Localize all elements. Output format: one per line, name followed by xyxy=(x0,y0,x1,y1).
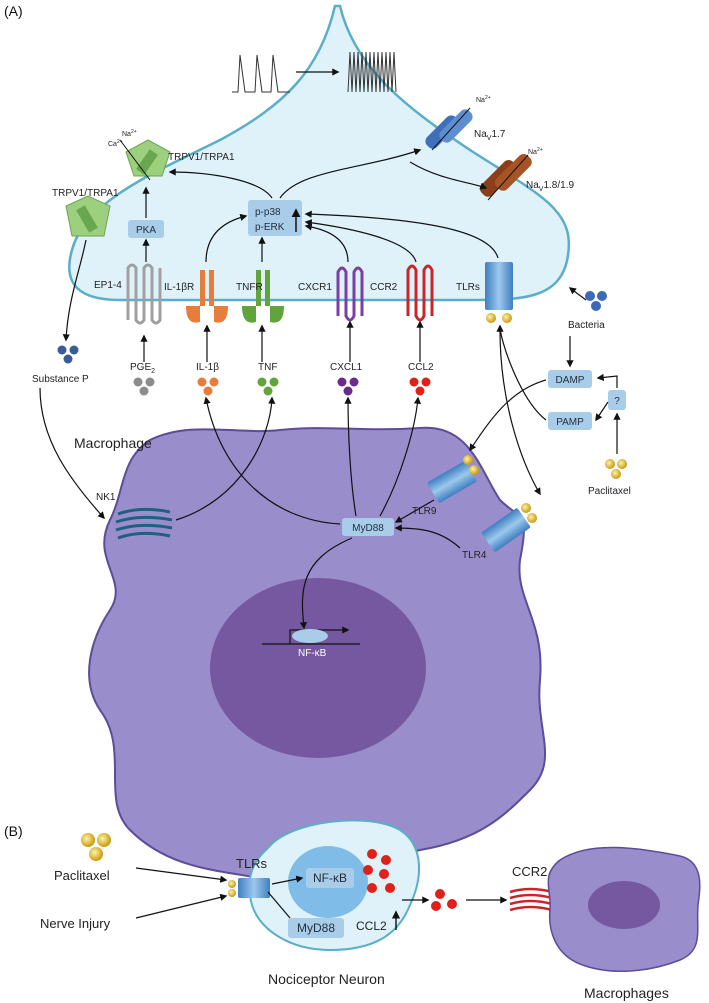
pamp-label: PAMP xyxy=(556,417,584,428)
tnf-molecules-icon xyxy=(257,377,279,396)
nfkb-box-b xyxy=(306,868,354,888)
pge2-molecules-icon xyxy=(133,377,155,396)
tlr9-label: TLR9 xyxy=(412,506,437,517)
paclitaxel-arrow xyxy=(135,867,228,883)
ccr2-label-b: CCR2 xyxy=(512,864,547,879)
nk1-label: NK1 xyxy=(96,492,116,503)
macrophage-nucleus xyxy=(210,578,426,758)
tnfr-receptor-icon xyxy=(242,270,284,323)
nav18-label: NaV1.8/1.9 xyxy=(526,180,574,193)
il1b-label: IL-1β xyxy=(196,362,219,373)
myd88-box xyxy=(342,518,394,536)
ep1-4-label: EP1-4 xyxy=(94,280,122,291)
nfkb-label: NF-κB xyxy=(298,648,327,659)
tlrs-receptor-icon xyxy=(485,262,513,323)
tlr4-receptor-icon xyxy=(481,503,537,552)
action-potential-trace-fast xyxy=(347,51,397,93)
tlr-to-nfkb-arrow xyxy=(271,875,304,885)
ccl2-molecules-icon xyxy=(409,377,431,396)
paclitaxel-label-b: Paclitaxel xyxy=(54,868,110,883)
nerve-injury-label: Nerve Injury xyxy=(40,916,111,931)
myd88-box-b xyxy=(288,918,344,938)
neuron-cell-body xyxy=(68,4,571,302)
nav18-ion-label: Na2+ xyxy=(528,147,543,156)
tlr9-receptor-icon xyxy=(427,455,479,503)
ccl2-label: CCL2 xyxy=(408,362,434,373)
bacteria-icon xyxy=(585,291,607,311)
ccr2-label: CCR2 xyxy=(370,282,398,293)
substance-p-label: Substance P xyxy=(32,374,89,385)
paclitaxel-molecules-icon-b xyxy=(81,833,111,861)
tlr4-label: TLR4 xyxy=(462,550,487,561)
substance-p-molecules-icon xyxy=(57,345,79,364)
action-potential-trace-slow xyxy=(232,54,290,93)
il1b-molecules-icon xyxy=(197,377,219,396)
trpv1-na-label: Na2+ xyxy=(122,129,137,138)
ccl2-released-icon xyxy=(431,889,457,911)
p38-erk-box xyxy=(248,200,302,236)
il1br-receptor-icon xyxy=(186,270,228,323)
paclitaxel-label-a: Paclitaxel xyxy=(588,486,631,497)
cxcr1-receptor-icon xyxy=(336,266,364,322)
damp-box xyxy=(548,370,592,388)
myd88-label-b: MyD88 xyxy=(297,921,335,935)
nfkb-gene-icon xyxy=(262,626,360,645)
ccr2-receptor-icon-b xyxy=(509,887,553,912)
nav18-channel-icon xyxy=(479,153,532,201)
nav17-ion-label: Na2+ xyxy=(476,95,491,104)
ep1-4-receptor-icon xyxy=(126,263,162,325)
tnfr-label: TNFR xyxy=(236,282,263,293)
tlr-to-myd88-line xyxy=(267,891,291,919)
macrophages-label: Macrophages xyxy=(584,985,669,1001)
ccl2-label-b: CCL2 xyxy=(356,919,387,933)
nerve-injury-arrow xyxy=(135,893,228,919)
nk1-receptor-icon xyxy=(115,507,173,540)
cxcl1-molecules-icon xyxy=(337,377,359,396)
trpv1-ca-label: Ca2+ xyxy=(108,139,123,148)
tlrs-label: TLRs xyxy=(456,282,480,293)
pge2-label: PGE2 xyxy=(130,362,155,375)
pka-label: PKA xyxy=(136,225,156,236)
ccr2-receptor-icon xyxy=(406,264,434,322)
unknown-label: ? xyxy=(614,396,620,407)
nav17-label: NaV1.7 xyxy=(474,129,506,142)
tlrs-label-b: TLRs xyxy=(236,856,268,871)
p38-label: p-p38 xyxy=(255,207,281,218)
nociceptor-neuron-label: Nociceptor Neuron xyxy=(268,971,385,987)
bacteria-label: Bacteria xyxy=(568,320,605,331)
panel-a-label: (A) xyxy=(4,3,23,19)
macrophage-nucleus-b xyxy=(588,881,660,929)
unknown-box xyxy=(608,390,626,410)
cxcr1-label: CXCR1 xyxy=(298,282,332,293)
cxcl1-label: CXCL1 xyxy=(330,362,363,373)
damp-label: DAMP xyxy=(556,375,585,386)
trpv1-left-label: TRPV1/TRPA1 xyxy=(52,188,119,199)
pathway-arrows-a xyxy=(39,148,621,630)
panel-b-label: (B) xyxy=(4,823,23,839)
tlrs-receptor-icon-b xyxy=(228,878,270,898)
pka-box xyxy=(128,220,164,238)
il1br-label: IL-1βR xyxy=(164,282,194,293)
pamp-box xyxy=(548,412,592,430)
trpv1-channel-left-icon xyxy=(65,195,111,237)
paclitaxel-molecules-icon-a xyxy=(605,459,627,479)
nfkb-label-b: NF-κB xyxy=(313,871,347,885)
ccl2-cluster-neuron-icon xyxy=(363,849,395,893)
nav17-channel-icon xyxy=(425,107,473,151)
myd88-label: MyD88 xyxy=(352,523,384,534)
tnf-label: TNF xyxy=(258,362,277,373)
trpv1-top-label: TRPV1/TRPA1 xyxy=(168,152,235,163)
trpv1-channel-top-icon xyxy=(119,139,171,181)
erk-label: p-ERK xyxy=(255,222,285,233)
macrophage-label: Macrophage xyxy=(74,435,152,451)
